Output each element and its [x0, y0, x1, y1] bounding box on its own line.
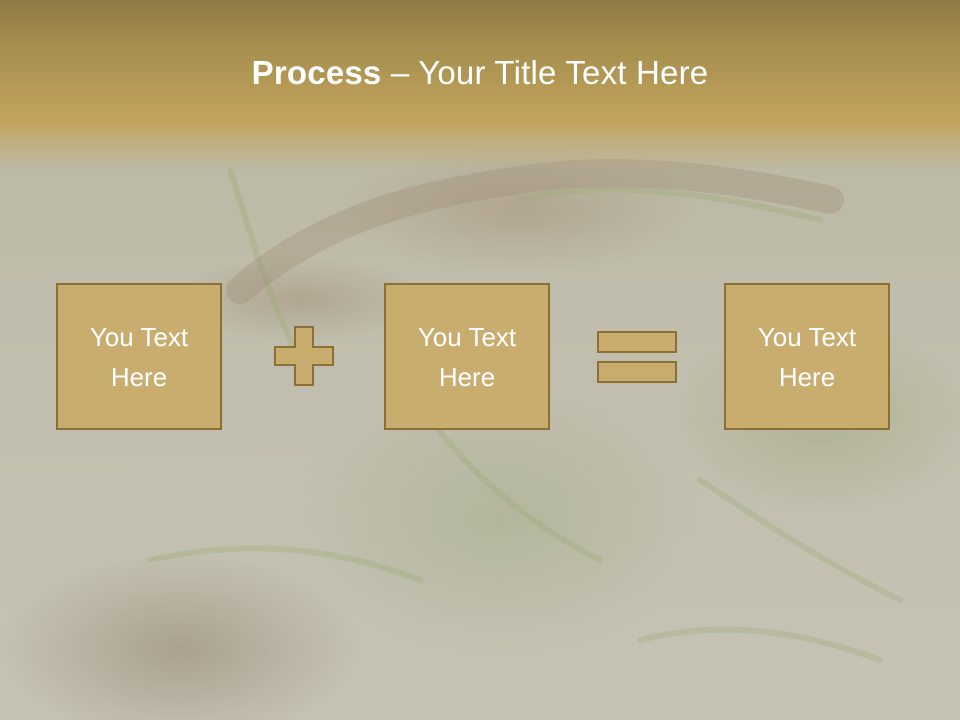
title-band — [0, 0, 960, 170]
process-box-1[interactable]: You Text Here — [56, 283, 222, 430]
slide-title[interactable]: Process – Your Title Text Here — [0, 54, 960, 92]
process-box-3-text: You Text Here — [757, 321, 857, 392]
process-box-1-text: You Text Here — [89, 321, 189, 392]
process-box-3[interactable]: You Text Here — [724, 283, 890, 430]
title-bold: Process — [251, 54, 382, 91]
title-dash: – — [381, 54, 419, 91]
plus-icon — [274, 326, 334, 386]
process-box-2-text: You Text Here — [417, 321, 517, 392]
equals-icon — [597, 331, 677, 383]
title-rest: Your Title Text Here — [418, 54, 709, 91]
process-box-2[interactable]: You Text Here — [384, 283, 550, 430]
